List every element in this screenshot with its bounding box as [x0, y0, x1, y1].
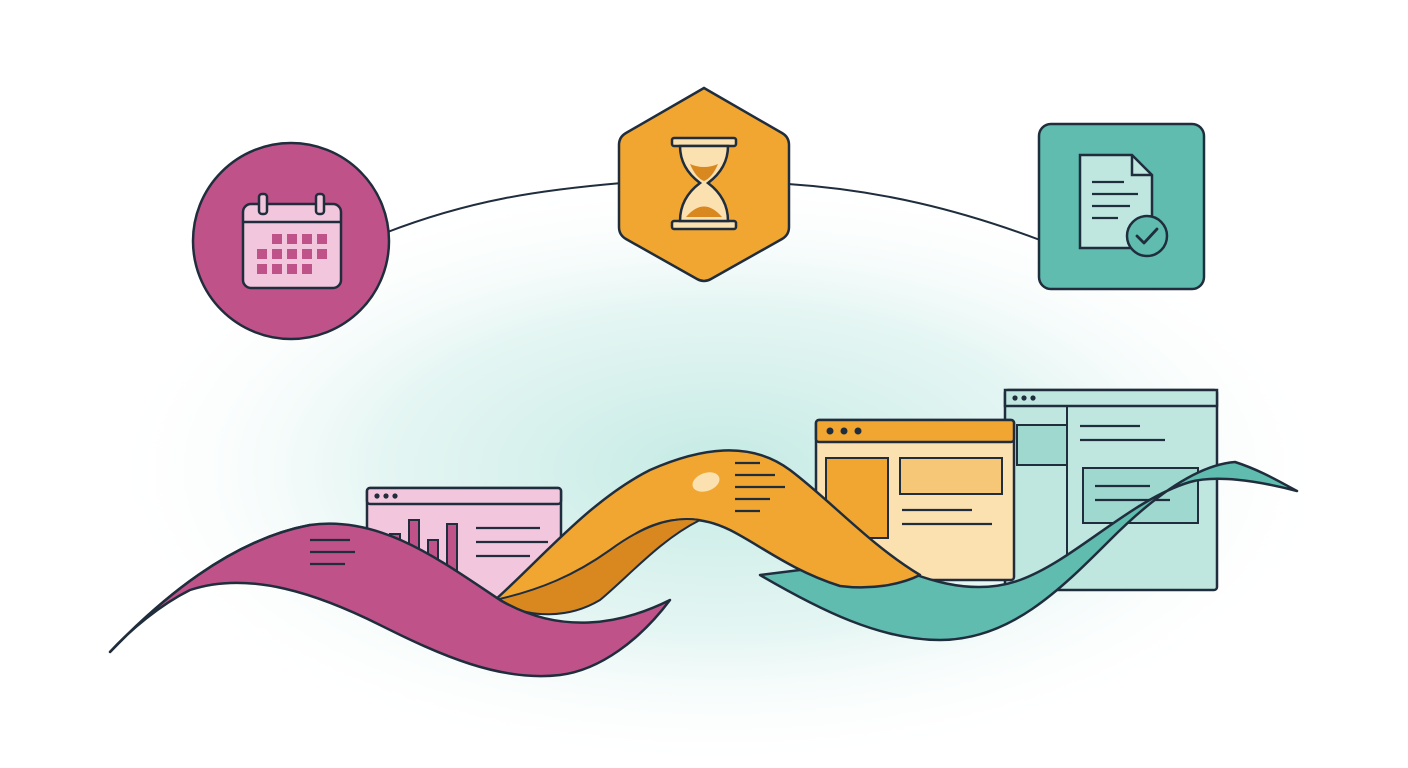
document-milestone — [1037, 122, 1206, 291]
milestone-connector-arc — [384, 182, 1041, 241]
document-panel — [1003, 388, 1219, 592]
calendar-milestone — [191, 141, 391, 341]
teal-wave — [758, 460, 1299, 642]
hourglass-milestone — [617, 86, 791, 283]
calendar-icon — [241, 192, 343, 290]
orange-wave — [493, 449, 922, 616]
hourglass-icon — [670, 136, 738, 231]
highlight-spot — [692, 472, 720, 492]
flow-line — [109, 523, 311, 653]
document-check-icon — [1078, 153, 1169, 258]
magenta-wave — [108, 522, 672, 678]
